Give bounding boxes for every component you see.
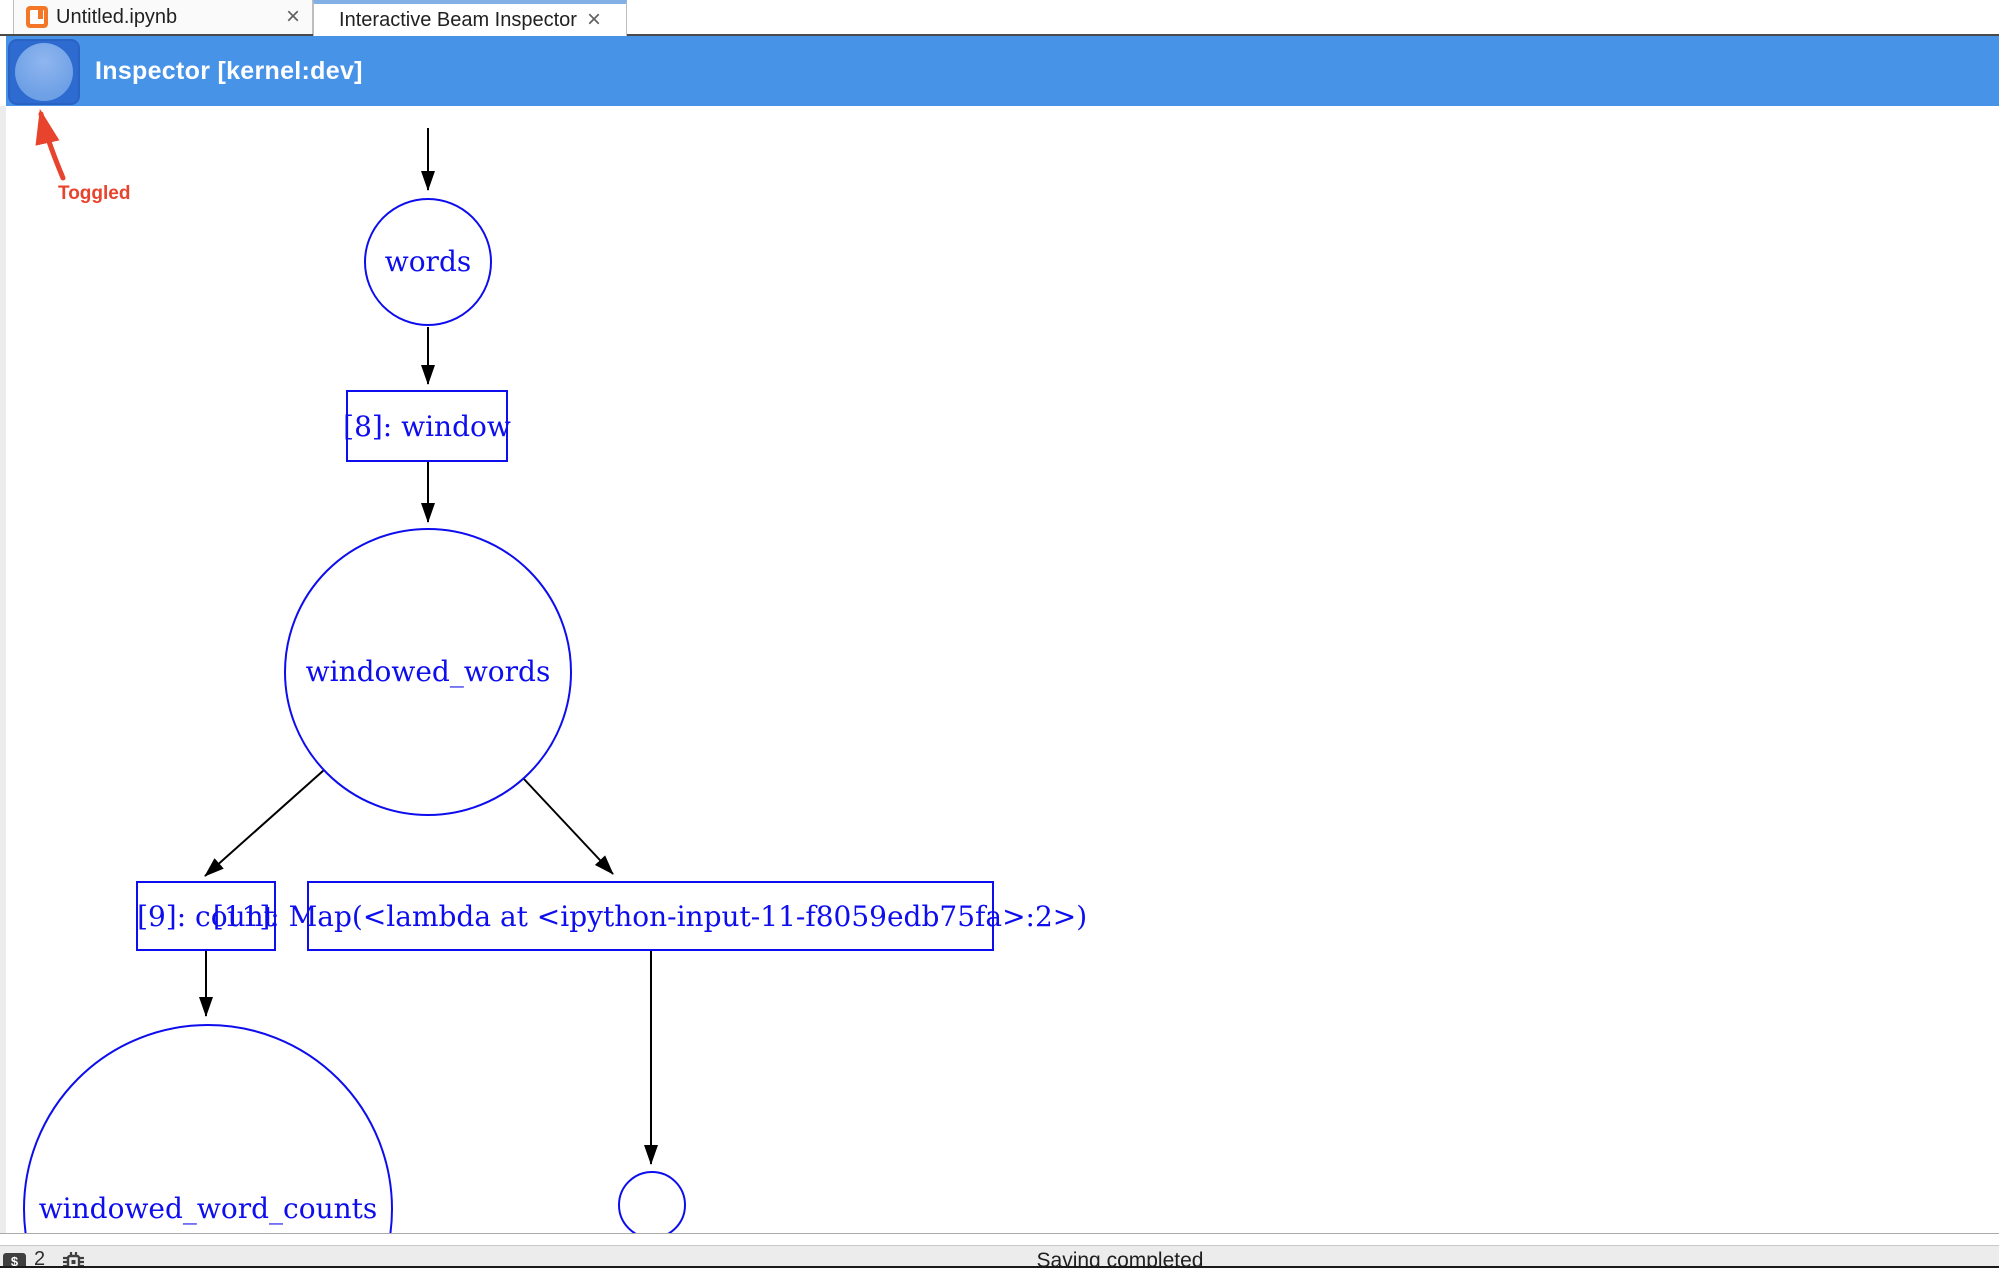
notebook-icon xyxy=(26,6,48,28)
terminal-icon[interactable]: $ xyxy=(3,1253,26,1268)
inspector-title: Inspector [kernel:dev] xyxy=(95,57,363,85)
close-icon[interactable]: × xyxy=(586,6,601,33)
node-count-label: [9]: count xyxy=(137,900,276,933)
node-windowed-word-counts-label: windowed_word_counts xyxy=(39,1192,378,1225)
annotation-arrow xyxy=(35,108,66,181)
tab-bar-border xyxy=(0,34,1999,36)
tab-bar: Untitled.ipynb × Interactive Beam Inspec… xyxy=(0,0,1999,36)
tab-interactive-beam-inspector[interactable]: Interactive Beam Inspector × xyxy=(313,0,627,36)
pipeline-graph: words [8]: window windowed_words [9]: co… xyxy=(23,128,1087,1233)
window-bottom-edge xyxy=(0,1266,1999,1268)
node-words-label: words xyxy=(385,245,472,278)
menu-button-halo xyxy=(15,43,73,101)
tab-untitled-notebook[interactable]: Untitled.ipynb × xyxy=(13,0,313,34)
status-message: Saving completed xyxy=(1036,1249,1204,1268)
content-bottom-border xyxy=(0,1233,1999,1234)
node-count-transform[interactable] xyxy=(136,881,276,951)
node-windowed-words[interactable] xyxy=(284,528,572,816)
node-words[interactable] xyxy=(364,198,492,326)
tab-label: Interactive Beam Inspector xyxy=(339,8,577,31)
inspector-toolbar: Inspector [kernel:dev] xyxy=(6,36,1999,106)
node-map-label: [11]: Map(<lambda at <ipython-input-11-f… xyxy=(213,900,1087,933)
annotation-toggled-label: Toggled xyxy=(58,183,131,204)
node-windowed-word-counts[interactable] xyxy=(23,1024,393,1233)
status-bar: $ 2 Saving completed xyxy=(0,1245,1999,1268)
tab-label: Untitled.ipynb xyxy=(56,5,178,28)
left-gutter xyxy=(0,106,6,1233)
node-anonymous-output[interactable] xyxy=(618,1171,686,1233)
node-window-transform[interactable] xyxy=(346,390,508,462)
edge-windowed-words-to-map xyxy=(522,777,614,875)
node-map-transform[interactable] xyxy=(307,881,994,951)
terminal-count[interactable]: 2 xyxy=(34,1248,46,1268)
menu-toggle-button[interactable] xyxy=(8,39,80,105)
node-window-label: [8]: window xyxy=(343,410,511,443)
edge-windowed-words-to-count xyxy=(204,769,325,877)
close-icon[interactable]: × xyxy=(285,3,300,30)
node-windowed-words-label: windowed_words xyxy=(306,655,551,688)
